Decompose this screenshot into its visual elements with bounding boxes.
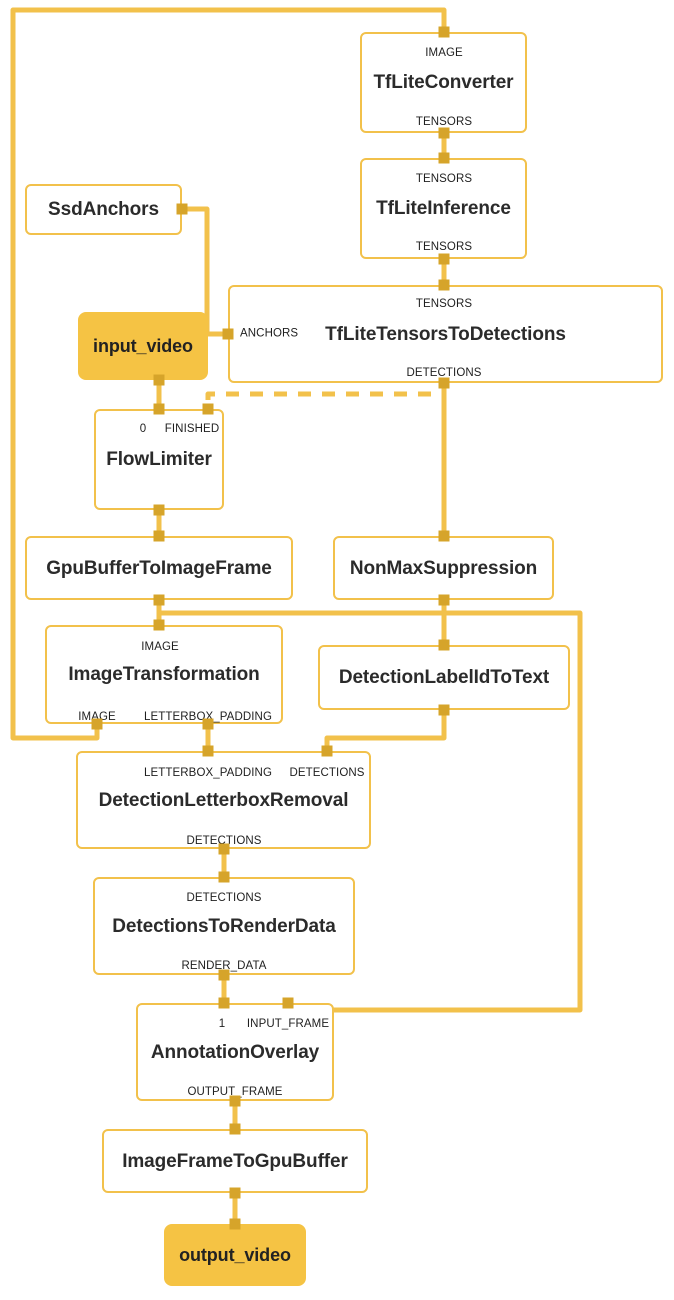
port-nms-out[interactable]	[438, 594, 450, 606]
port-flow-limiter-finished-in[interactable]	[202, 403, 214, 415]
port-label-tflite_tensors_to_detections-anchors: ANCHORS	[240, 327, 299, 340]
node-flow_limiter[interactable]: FlowLimiter	[94, 409, 224, 510]
port-label-image_transformation-letterbox-padding: LETTERBOX_PADDING	[143, 711, 273, 723]
port-label-tflite_inference-tensors: TENSORS	[415, 173, 473, 185]
port-label-flow_limiter-finished: FINISHED	[164, 423, 220, 435]
node-image_transformation[interactable]: ImageTransformation	[45, 625, 283, 724]
node-non_max_suppression[interactable]: NonMaxSuppression	[333, 536, 554, 600]
port-image-transformation-image-out[interactable]	[91, 718, 103, 730]
port-gpu-buffer-in[interactable]	[153, 530, 165, 542]
port-label-detection_letterbox_removal-detections: DETECTIONS	[186, 835, 262, 847]
node-ssd_anchors[interactable]: SsdAnchors	[25, 184, 182, 235]
port-output-video-in[interactable]	[229, 1218, 241, 1230]
port-label-detection_letterbox_removal-detections: DETECTIONS	[289, 767, 365, 779]
port-dlr-detections-out[interactable]	[218, 843, 230, 855]
node-title: DetectionLabelIdToText	[338, 667, 550, 688]
port-tflite-inference-tensors-out[interactable]	[438, 253, 450, 265]
port-label-tflite_tensors_to_detections-tensors: TENSORS	[415, 298, 473, 310]
node-title: ImageFrameToGpuBuffer	[122, 1150, 348, 1172]
port-label-tflite_inference-tensors: TENSORS	[415, 241, 473, 253]
port-dtrd-out[interactable]	[218, 969, 230, 981]
node-tflite_converter[interactable]: TfLiteConverter	[360, 32, 527, 133]
node-title: NonMaxSuppression	[349, 557, 538, 579]
port-dlr-detections-in[interactable]	[321, 745, 333, 757]
port-label-annotation_overlay-1: 1	[218, 1018, 226, 1030]
port-ttd-detections-out[interactable]	[438, 377, 450, 389]
port-iftgb-in[interactable]	[229, 1123, 241, 1135]
port-ssd-anchors-out[interactable]	[176, 203, 188, 215]
node-input_video[interactable]: input_video	[78, 312, 208, 380]
port-label-image_transformation-image: IMAGE	[141, 641, 179, 653]
node-title: output_video	[179, 1245, 291, 1265]
node-title: input_video	[93, 336, 193, 356]
port-annotation-frame-in[interactable]	[282, 997, 294, 1009]
node-title: SsdAnchors	[48, 199, 159, 220]
port-tflite-converter-image-in[interactable]	[438, 26, 450, 38]
port-ttd-anchors-in[interactable]	[222, 328, 234, 340]
port-annotation-out[interactable]	[229, 1095, 241, 1107]
node-title: TfLiteConverter	[373, 72, 514, 93]
edge-detections-finished-feedback	[205, 383, 447, 409]
node-title: GpuBufferToImageFrame	[46, 557, 272, 579]
port-tflite-converter-tensors-out[interactable]	[438, 127, 450, 139]
port-nms-in[interactable]	[438, 530, 450, 542]
port-input-video-out[interactable]	[153, 374, 165, 386]
node-title: ImageTransformation	[68, 664, 260, 685]
port-flow-limiter-out[interactable]	[153, 504, 165, 516]
port-label-image_transformation-image: IMAGE	[78, 711, 116, 723]
node-title: FlowLimiter	[106, 449, 212, 470]
port-annotation-1-in[interactable]	[218, 997, 230, 1009]
node-title: AnnotationOverlay	[150, 1041, 320, 1063]
port-flow-limiter-0-in[interactable]	[153, 403, 165, 415]
port-gpu-buffer-out[interactable]	[153, 594, 165, 606]
port-label-annotation_overlay-output-frame: OUTPUT_FRAME	[187, 1086, 283, 1098]
port-iftgb-out[interactable]	[229, 1187, 241, 1199]
port-dlr-padding-in[interactable]	[202, 745, 214, 757]
node-output_video[interactable]: output_video	[164, 1224, 306, 1286]
port-image-transformation-pad-out[interactable]	[202, 718, 214, 730]
port-ttd-tensors-in[interactable]	[438, 279, 450, 291]
port-label-detections_to_render_data-detections: DETECTIONS	[186, 892, 262, 904]
node-title: DetectionLetterboxRemoval	[98, 789, 349, 811]
node-title: DetectionsToRenderData	[112, 915, 336, 937]
port-image-transformation-in[interactable]	[153, 619, 165, 631]
node-title: TfLiteInference	[376, 198, 511, 219]
port-label-id-in[interactable]	[438, 639, 450, 651]
port-label-id-out[interactable]	[438, 704, 450, 716]
node-title: TfLiteTensorsToDetections	[325, 323, 566, 345]
port-label-detection_letterbox_removal-letterbox-padding: LETTERBOX_PADDING	[143, 767, 273, 779]
node-gpu_buffer_to_image_frame[interactable]: GpuBufferToImageFrame	[25, 536, 293, 600]
port-tflite-inference-tensors-in[interactable]	[438, 152, 450, 164]
node-detection_letterbox_removal[interactable]: DetectionLetterboxRemoval	[76, 751, 371, 849]
node-image_frame_to_gpu_buffer[interactable]: ImageFrameToGpuBuffer	[102, 1129, 368, 1193]
port-label-flow_limiter-0: 0	[139, 423, 147, 435]
port-dtrd-in[interactable]	[218, 871, 230, 883]
port-label-detections_to_render_data-render-data: RENDER_DATA	[181, 960, 267, 972]
port-label-tflite_tensors_to_detections-detections: DETECTIONS	[406, 367, 482, 379]
port-label-annotation_overlay-input-frame: INPUT_FRAME	[246, 1018, 330, 1030]
port-label-tflite_converter-tensors: TENSORS	[415, 116, 473, 128]
node-detection_label_id_to_text[interactable]: DetectionLabelIdToText	[318, 645, 570, 710]
port-label-tflite_converter-image: IMAGE	[425, 47, 463, 59]
edge-label-id-to-letterbox-removal	[324, 710, 447, 751]
